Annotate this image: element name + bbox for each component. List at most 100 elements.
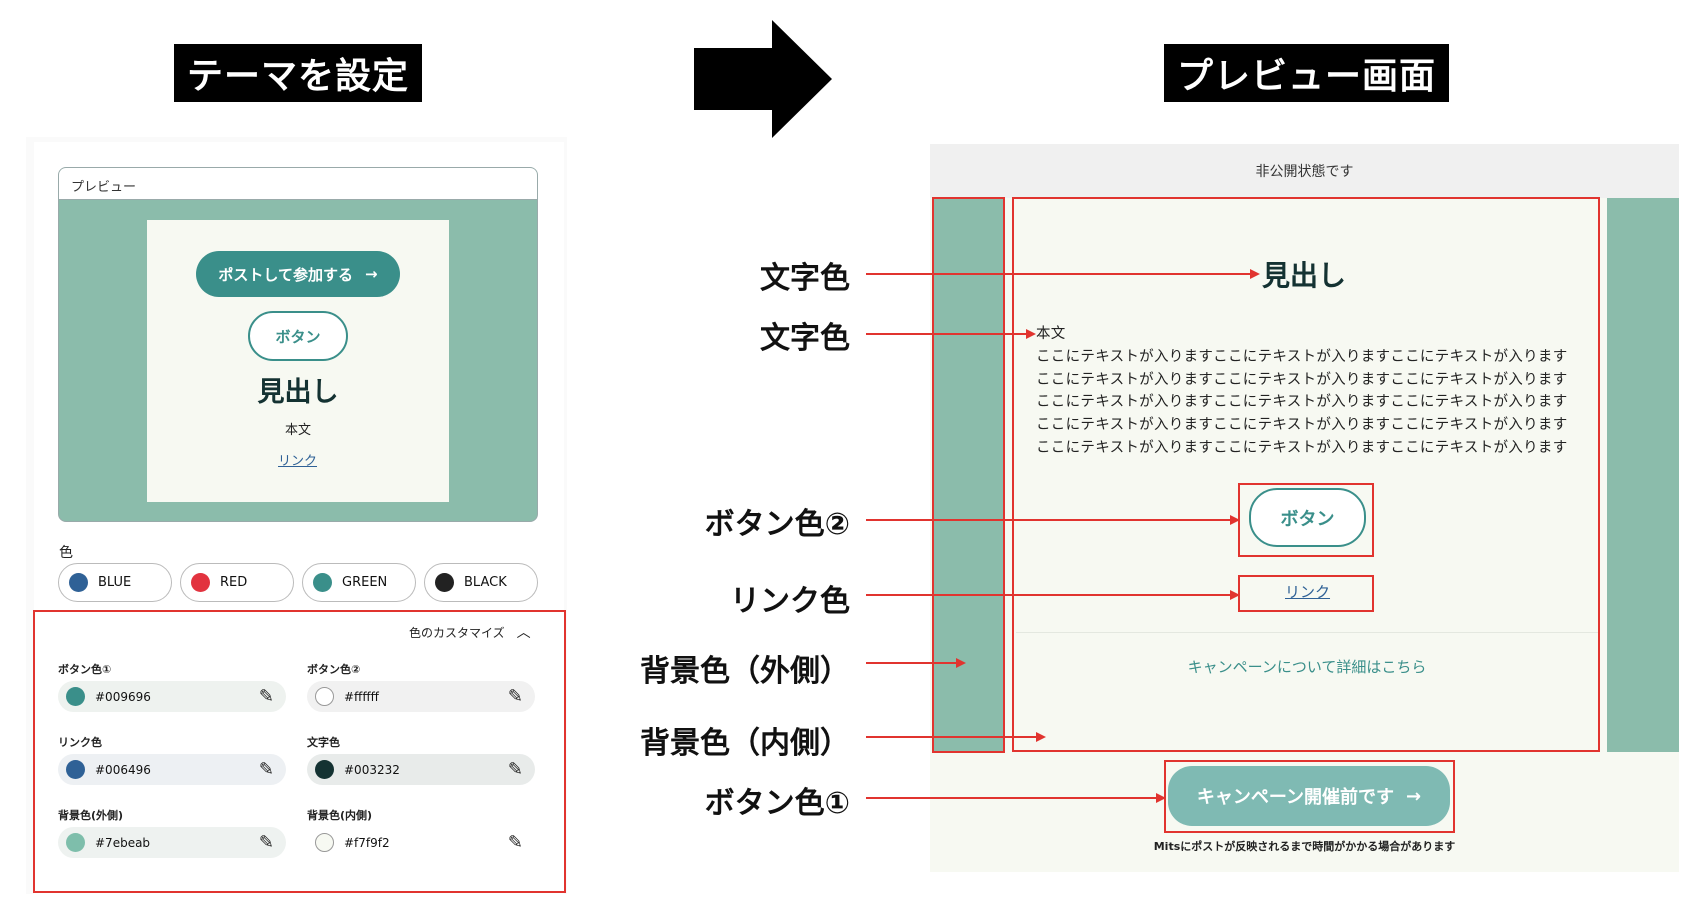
field-button-color-2[interactable]: #ffffff ✎ <box>307 681 535 712</box>
swatch-blue <box>69 573 88 592</box>
arrow-line <box>866 736 1036 738</box>
preset-black[interactable]: BLACK <box>424 563 538 602</box>
pencil-icon[interactable]: ✎ <box>258 759 274 780</box>
preview-inner-card: ポストして参加する → ボタン 見出し 本文 リンク <box>147 220 449 502</box>
post-button-label: ポストして参加する <box>218 265 353 284</box>
customize-highlight-frame <box>33 610 566 893</box>
preset-green-label: GREEN <box>342 575 388 590</box>
preview-link[interactable]: リンク <box>1285 583 1331 601</box>
annotation-bg-outer: 背景色（外側） <box>640 654 850 689</box>
status-bar: 非公開状態です <box>930 144 1679 198</box>
title-tag-preview: プレビュー画面 <box>1164 44 1449 102</box>
color-section-label: 色 <box>59 545 73 561</box>
inner-bg-frame <box>1012 197 1600 752</box>
field-label-bg-outer: 背景色(外側) <box>58 809 124 822</box>
arrow-line <box>866 333 1026 335</box>
arrow-head-icon <box>1026 329 1036 339</box>
sample-button-label: ボタン <box>275 327 321 346</box>
arrow-right-icon: → <box>1406 785 1422 807</box>
preview-body-title: 本文 <box>1036 326 1066 342</box>
value-link-color: #006496 <box>95 762 151 777</box>
preset-blue[interactable]: BLUE <box>58 563 172 602</box>
arrow-head-icon <box>956 658 966 668</box>
right-arrow-icon <box>694 20 832 138</box>
sample-button[interactable]: ボタン <box>248 311 348 361</box>
posting-delay-note: Mitsにポストが反映されるまで時間がかかる場合があります <box>1153 840 1456 853</box>
arrow-head-icon <box>1230 590 1240 600</box>
field-label-link-color: リンク色 <box>58 736 102 749</box>
preview-button-label: ボタン <box>1280 508 1335 530</box>
arrow-line <box>866 797 1156 799</box>
arrow-line <box>866 662 956 664</box>
annotation-bg-inner: 背景色（内側） <box>640 726 850 761</box>
customize-label: 色のカスタマイズ <box>409 625 505 640</box>
field-label-button-color-2: ボタン色② <box>307 663 361 676</box>
outer-background-right <box>1607 198 1679 752</box>
pencil-icon[interactable]: ✎ <box>258 686 274 707</box>
annotation-button-color-2: ボタン色② <box>704 507 850 542</box>
preset-green[interactable]: GREEN <box>302 563 416 602</box>
swatch-button-color-2 <box>315 687 334 706</box>
swatch-button-color-1 <box>66 687 85 706</box>
annotation-text-color-heading: 文字色 <box>760 261 850 296</box>
preview-body-line: ここにテキストが入りますここにテキストが入りますここにテキストが入ります <box>1036 439 1568 456</box>
value-button-color-2: #ffffff <box>344 689 379 704</box>
swatch-green <box>313 573 332 592</box>
section-divider <box>1016 632 1598 633</box>
swatch-link-color <box>66 760 85 779</box>
preview-sample-button[interactable]: ボタン <box>1249 488 1366 547</box>
annotation-link-color: リンク色 <box>730 584 850 619</box>
field-text-color[interactable]: #003232 ✎ <box>307 754 535 785</box>
arrow-line <box>866 519 1230 521</box>
preset-blue-label: BLUE <box>98 575 132 590</box>
field-bg-inner[interactable]: #f7f9f2 ✎ <box>307 827 535 858</box>
field-link-color[interactable]: #006496 ✎ <box>58 754 286 785</box>
preview-body: 本文 ここにテキストが入りますここにテキストが入りますここにテキストが入ります … <box>1036 323 1568 460</box>
theme-preview-box: プレビュー ポストして参加する → ボタン 見出し 本文 リンク <box>58 167 538 522</box>
campaign-status-button[interactable]: キャンペーン開催前です → <box>1168 766 1450 826</box>
value-bg-inner: #f7f9f2 <box>344 835 390 850</box>
swatch-text-color <box>315 760 334 779</box>
preview-body-line: ここにテキストが入りますここにテキストが入りますここにテキストが入ります <box>1036 348 1568 365</box>
field-bg-outer[interactable]: #7ebeab ✎ <box>58 827 286 858</box>
sample-link[interactable]: リンク <box>278 454 318 469</box>
preview-header: プレビュー <box>59 168 537 200</box>
outer-bg-frame <box>932 197 1005 753</box>
annotation-text-color-body: 文字色 <box>760 321 850 356</box>
pencil-icon[interactable]: ✎ <box>258 832 274 853</box>
preview-body-line: ここにテキストが入りますここにテキストが入りますここにテキストが入ります <box>1036 417 1568 434</box>
arrow-head-icon <box>1230 515 1240 525</box>
pencil-icon[interactable]: ✎ <box>507 686 523 707</box>
arrow-head-icon <box>1036 732 1046 742</box>
preview-body-line: ここにテキストが入りますここにテキストが入りますここにテキストが入ります <box>1036 394 1568 411</box>
arrow-line <box>866 594 1230 596</box>
value-text-color: #003232 <box>344 762 400 777</box>
sample-body: 本文 <box>284 423 311 438</box>
pencil-icon[interactable]: ✎ <box>507 759 523 780</box>
field-label-text-color: 文字色 <box>307 736 340 749</box>
annotation-button-color-1: ボタン色① <box>704 786 850 821</box>
pencil-icon[interactable]: ✎ <box>507 832 523 853</box>
post-and-join-button[interactable]: ポストして参加する → <box>196 251 400 297</box>
value-bg-outer: #7ebeab <box>95 835 151 850</box>
outer-background-left <box>932 198 1004 752</box>
preview-body-line: ここにテキストが入りますここにテキストが入りますここにテキストが入ります <box>1036 371 1568 388</box>
status-text: 非公開状態です <box>1255 164 1354 180</box>
arrow-head-icon <box>1156 793 1166 803</box>
arrow-right-icon: → <box>364 265 378 283</box>
field-button-color-1[interactable]: #009696 ✎ <box>58 681 286 712</box>
campaign-details-link[interactable]: キャンペーンについて詳細はこちら <box>1187 658 1427 676</box>
preset-black-label: BLACK <box>464 575 507 590</box>
preset-red-label: RED <box>220 575 248 590</box>
swatch-bg-outer <box>66 833 85 852</box>
swatch-bg-inner <box>315 833 334 852</box>
campaign-button-label: キャンペーン開催前です <box>1196 787 1394 808</box>
swatch-black <box>435 573 454 592</box>
value-button-color-1: #009696 <box>95 689 151 704</box>
arrow-head-icon <box>1250 269 1260 279</box>
chevron-up-icon: ︿ <box>516 625 531 641</box>
customize-toggle[interactable]: 色のカスタマイズ ︿ <box>409 622 531 642</box>
preview-heading: 見出し <box>1262 259 1347 292</box>
sample-heading: 見出し <box>257 377 339 408</box>
preset-red[interactable]: RED <box>180 563 294 602</box>
